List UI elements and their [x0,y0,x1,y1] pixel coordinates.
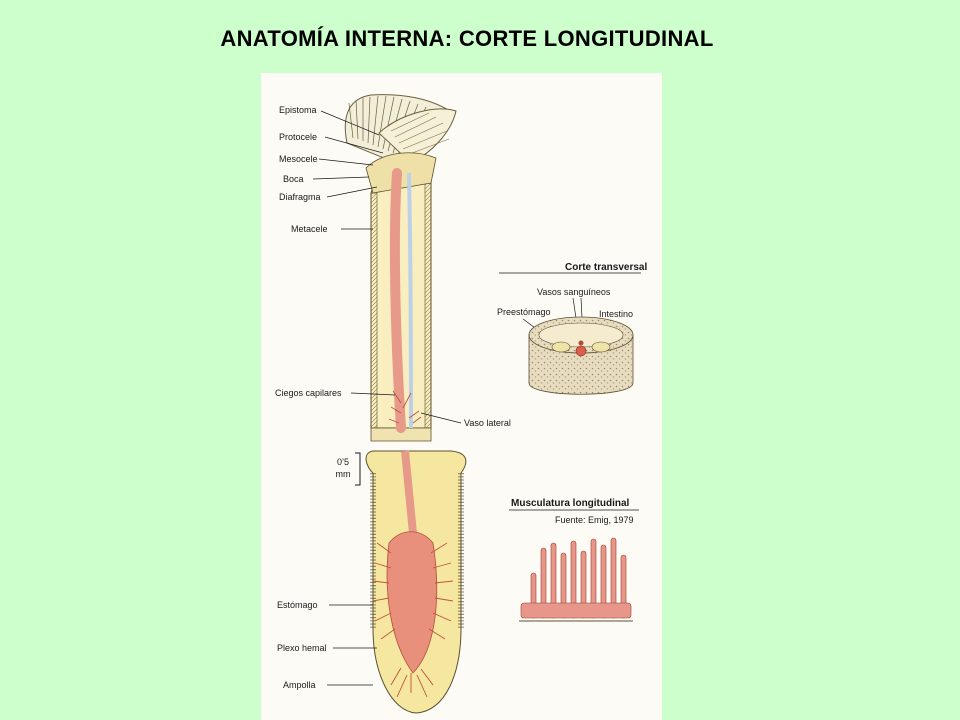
label-preestomago: Preestómago [497,307,551,317]
label-boca: Boca [283,174,304,184]
label-vaso-lateral: Vaso lateral [464,418,511,428]
label-plexo-hemal: Plexo hemal [277,643,327,653]
label-ciegos-capilares: Ciegos capilares [275,388,342,398]
digestive-tract [386,168,438,674]
label-ampolla: Ampolla [283,680,316,690]
blood-capillaries [372,390,454,698]
lophophore-crown [344,94,457,166]
body-tube [365,152,467,714]
scale-value: 0’5 [337,457,349,467]
scale-unit: mm [336,469,351,479]
cross-section-inset: Corte transversal Vasos sanguíneos Prees… [497,262,647,395]
muscle-fibers [520,537,632,619]
label-metacele: Metacele [291,224,328,234]
scale-bar: 0’5 mm [336,452,361,486]
label-intestino: Intestino [599,309,633,319]
label-vasos-sanguineos: Vasos sanguíneos [537,287,611,297]
label-epistoma: Epistoma [279,105,317,115]
label-mesocele: Mesocele [279,154,318,164]
musculature-source: Fuente: Emig, 1979 [555,515,634,525]
cross-section-heading: Corte transversal [565,262,647,273]
figure-panel: 0’5 mm Epistoma Protocele Mesocele Boca … [261,73,662,720]
musculature-heading: Musculatura longitudinal [511,498,630,509]
slide-title: ANATOMÍA INTERNA: CORTE LONGITUDINAL [220,26,714,51]
label-protocele: Protocele [279,132,317,142]
label-estomago: Estómago [277,600,318,610]
musculature-inset: Musculatura longitudinal Fuente: Emig, 1… [509,498,639,622]
label-diafragma: Diafragma [279,192,321,202]
leader-lines [312,110,462,686]
anatomy-illustration: 0’5 mm Epistoma Protocele Mesocele Boca … [275,94,647,714]
